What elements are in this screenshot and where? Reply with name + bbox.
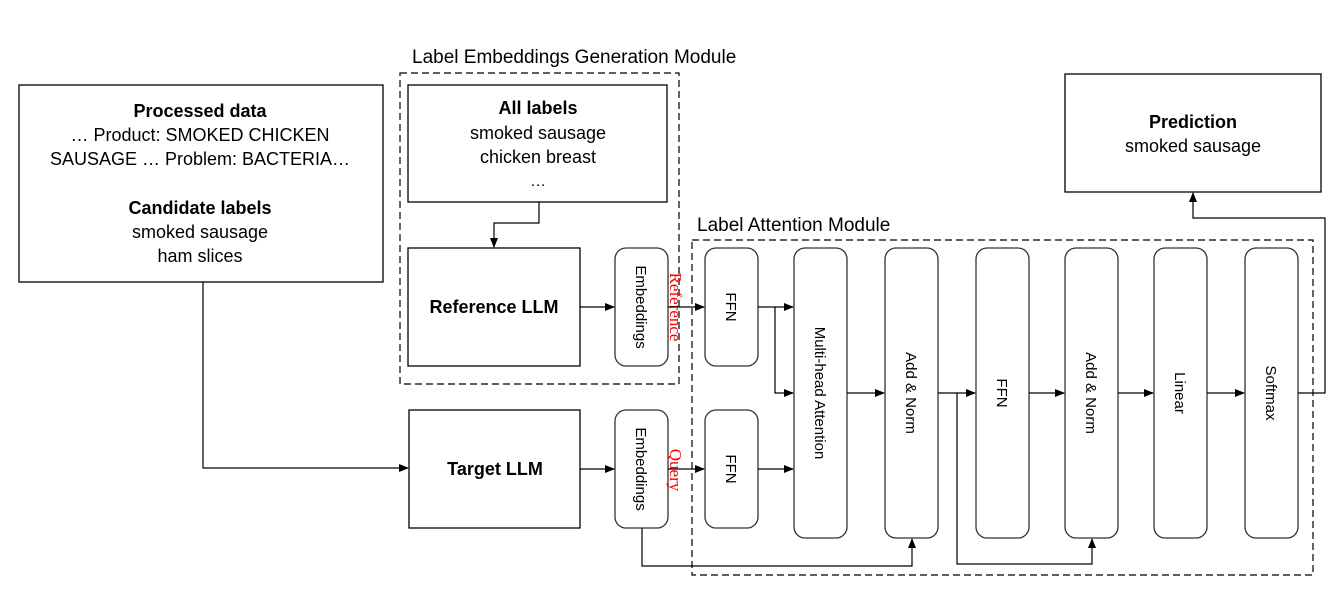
ffn-label: FFN [722,292,739,321]
target-embeddings-box: Embeddings [614,409,669,529]
reference-embeddings-box: Embeddings [614,247,669,367]
label-attention-module [691,239,1314,576]
add-norm-1-box: Add & Norm [884,247,939,539]
ffn-reference-box: FFN [704,247,759,367]
ffn-main-box: FFN [975,247,1030,539]
all-labels-item: chicken breast [480,147,596,167]
processed-data-box: Processed data … Product: SMOKED CHICKEN… [18,84,384,283]
ffn-label: FFN [993,378,1010,407]
candidate-label: ham slices [157,246,242,266]
reference-llm-box: Reference LLM [407,247,581,367]
ffn-query-box: FFN [704,409,759,529]
arrow-softmax-to-prediction [1189,192,1326,394]
candidate-label: smoked sausage [132,222,268,242]
all-labels-title: All labels [498,98,577,118]
add-norm-label: Add & Norm [1082,352,1099,434]
label-attention-module-title: Label Attention Module [697,215,890,236]
arrow-residual-query-to-add-norm [641,528,916,567]
candidate-labels-title: Candidate labels [128,198,271,218]
all-labels-box: All labels smoked sausage chicken breast… [407,84,668,203]
query-tag: Query [666,449,685,492]
all-labels-item: smoked sausage [470,123,606,143]
ffn-label: FFN [722,454,739,483]
linear-box: Linear [1153,247,1208,539]
multi-head-attention-label: Multi-head Attention [811,327,828,460]
all-labels-item: … [530,173,546,190]
prediction-box: Prediction smoked sausage [1064,73,1322,193]
label-embeddings-generation-module [399,72,680,385]
arrow-ffn-ref-to-attention-value [774,307,794,397]
reference-llm-label: Reference LLM [429,297,558,317]
processed-data-line-1: … Product: SMOKED CHICKEN [70,125,329,145]
target-embeddings-label: Embeddings [632,427,649,510]
processed-data-line-2: SAUSAGE … Problem: BACTERIA… [50,149,350,169]
softmax-box: Softmax [1244,247,1299,539]
multi-head-attention-box: Multi-head Attention [793,247,848,539]
label-embeddings-generation-module-title: Label Embeddings Generation Module [412,47,736,68]
reference-embeddings-label: Embeddings [632,265,649,348]
arrow-all-labels-to-reference-llm [490,202,540,248]
arrow-residual-to-add-norm-2 [956,393,1096,565]
add-norm-2-box: Add & Norm [1064,247,1119,539]
linear-label: Linear [1171,372,1188,414]
softmax-label: Softmax [1262,365,1279,421]
target-llm-label: Target LLM [447,459,543,479]
target-llm-box: Target LLM [408,409,581,529]
add-norm-label: Add & Norm [902,352,919,434]
processed-data-title: Processed data [133,101,267,121]
prediction-title: Prediction [1149,112,1237,132]
arrow-processed-to-target-llm [202,282,409,472]
prediction-value: smoked sausage [1125,136,1261,156]
